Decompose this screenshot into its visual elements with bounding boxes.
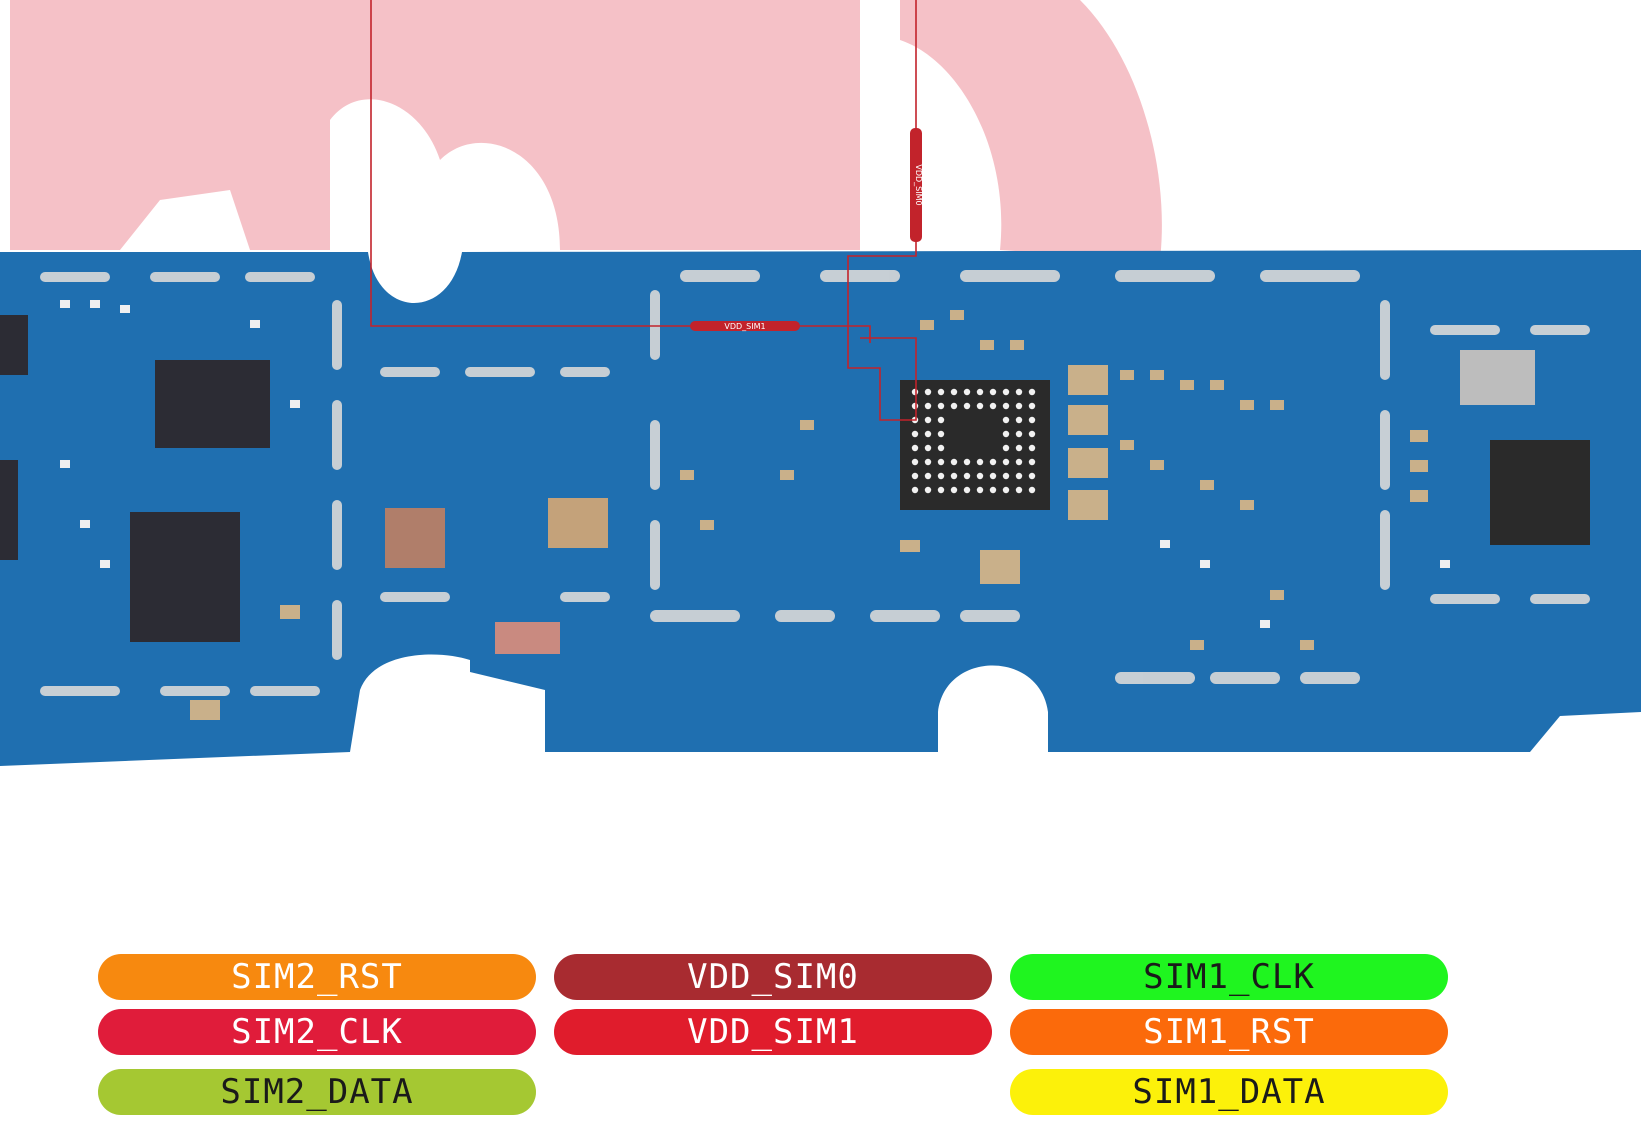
watermark-shape-right — [900, 0, 1162, 260]
legend-sim2-clk: SIM2_CLK — [98, 1009, 536, 1055]
legend-sim2-data: SIM2_DATA — [98, 1069, 536, 1115]
vdd-sim0-trace-label: VDD_SIM0 — [914, 164, 923, 205]
vdd-sim1-tag-bg — [690, 321, 800, 331]
legend-sim1-clk: SIM1_CLK — [1010, 954, 1448, 1000]
chip-left-edge — [0, 315, 28, 375]
legend-sim2-rst: SIM2_RST — [98, 954, 536, 1000]
highlight-traces — [370, 0, 922, 421]
chip-crystal-1 — [385, 508, 445, 568]
bga-balls — [911, 388, 1036, 494]
vdd-sim1-trace — [370, 0, 871, 343]
legend-sim1-data: SIM1_DATA — [1010, 1069, 1448, 1115]
legend-sim1-rst: SIM1_RST — [1010, 1009, 1448, 1055]
chip-button — [495, 622, 560, 654]
vdd-sim1-trace-label: VDD_SIM1 — [724, 322, 765, 331]
watermark-shape-center — [250, 0, 860, 250]
legend-vdd-sim1: VDD_SIM1 — [554, 1009, 992, 1055]
chip-inductor — [1460, 350, 1535, 405]
chip-left-large — [130, 512, 240, 642]
vdd-sim0-tag-bg — [910, 128, 922, 242]
pcb-small-caps — [60, 300, 1450, 628]
legend-vdd-sim0: VDD_SIM0 — [554, 954, 992, 1000]
chip-bga — [900, 380, 1050, 510]
pcb-board — [0, 250, 1641, 766]
chip-right — [1490, 440, 1590, 545]
vdd-sim0-trace — [847, 0, 917, 421]
pcb-chips — [0, 315, 1590, 654]
chip-left-mid — [155, 360, 270, 448]
chip-left-edge-2 — [0, 460, 18, 560]
pcb-outline — [0, 250, 1641, 766]
pcb-pads — [40, 270, 1590, 696]
pcb-passives — [190, 310, 1428, 720]
chip-crystal-2 — [548, 498, 608, 548]
